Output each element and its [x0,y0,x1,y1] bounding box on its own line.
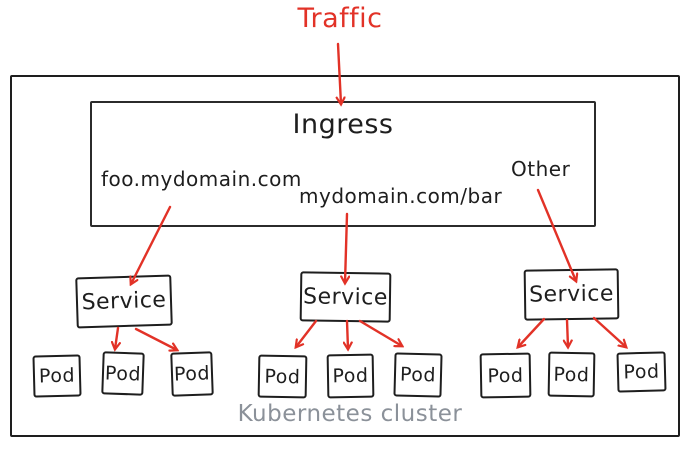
pod-box-2-2: Pod [326,353,375,399]
service-box-1: Service [75,274,173,329]
ingress-rule-foo-mydomain: foo.mydomain.com [101,167,302,191]
cluster-boundary-box [10,75,680,437]
service-box-2: Service [299,271,392,323]
cluster-label: Kubernetes cluster [237,401,463,427]
ingress-rule-mydomain-bar: mydomain.com/bar [299,184,503,208]
pod-box-1-3: Pod [170,351,214,397]
ingress-title: Ingress [292,109,394,140]
pod-box-1-1: Pod [32,354,82,398]
pod-box-2-1: Pod [257,354,308,399]
traffic-label: Traffic [297,3,383,34]
ingress-rule-other: Other [511,157,571,181]
service-box-3: Service [523,268,620,321]
pod-box-3-1: Pod [479,352,532,399]
pod-box-3-3: Pod [616,351,667,393]
pod-box-1-2: Pod [101,351,145,396]
pod-box-3-2: Pod [547,351,596,398]
pod-box-2-3: Pod [393,352,443,398]
